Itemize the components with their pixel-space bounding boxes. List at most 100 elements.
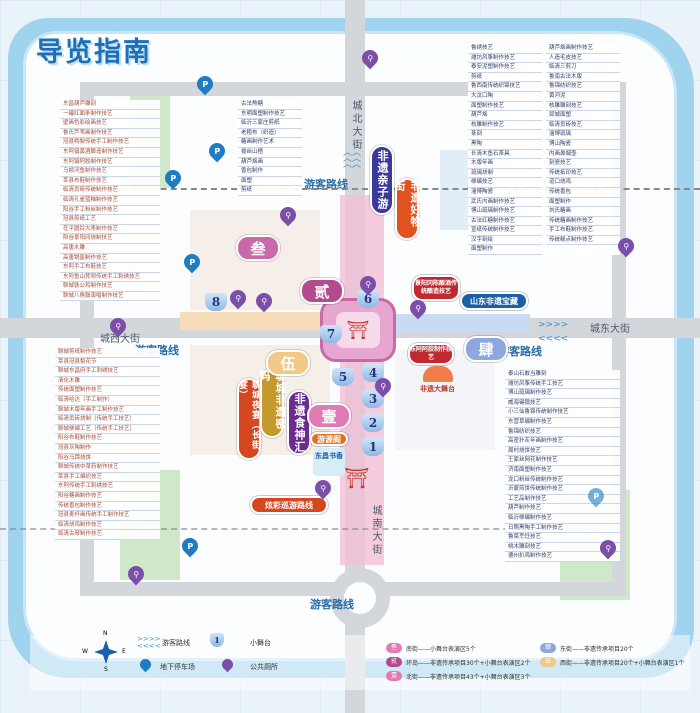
- list-item: 面塑制作: [468, 245, 542, 256]
- list-item: 泰山石敢当雕刻: [505, 370, 620, 380]
- west-street: [180, 312, 330, 330]
- list-item: 鲁西南传统织锦技艺: [468, 82, 542, 92]
- list-item: 传统香包: [546, 188, 620, 198]
- craft-list-bottom-left: 聊城剪纸制作技艺莘县冠县梨花节聊城东昌府手工刺绣技艺清化木雕传统面塑制作技艺临清…: [55, 348, 160, 540]
- list-item: 阳谷手工粉丝制作技艺: [60, 206, 160, 216]
- list-item: 葫芦烙: [468, 111, 542, 121]
- sign-shuxiang[interactable]: 东昌书香: [313, 448, 345, 476]
- list-item: 黄河泥: [546, 92, 620, 102]
- list-item: 汉字刻绘: [468, 236, 542, 246]
- stage-5[interactable]: 5: [332, 368, 354, 386]
- list-item: 聊城剪纸制作技艺: [55, 348, 160, 358]
- stage-7[interactable]: 7: [320, 325, 342, 343]
- zone-legend-badge: 伍: [540, 657, 556, 667]
- list-item: 古法熬糖: [238, 100, 302, 110]
- list-item: 德州扒鸡制作技艺: [505, 552, 620, 562]
- zone-badge-4[interactable]: 肆: [464, 336, 508, 362]
- compass-icon: N S E W: [82, 630, 126, 673]
- zone-legend-badge: 叁: [386, 643, 402, 653]
- compass-n: N: [103, 630, 108, 637]
- stage-6[interactable]: 6: [357, 290, 379, 308]
- compass-w: W: [82, 648, 88, 655]
- list-item: 木版年画: [468, 159, 542, 169]
- sign-mima[interactable]: 聊城非遗密码: [258, 368, 287, 438]
- craft-list-top-right: 鲁绣技艺葫芦烙画制作技艺潍坊风筝制作技艺人造毛皮技艺泰安泥塑制作技艺临清三剪刀剪…: [468, 44, 620, 256]
- zone-legend-text: 西街——非遗传承项目20个+小舞台表演区1个: [560, 660, 685, 667]
- list-item: 临清三剪刀: [546, 63, 620, 73]
- sign-youyuan[interactable]: 游源阁: [310, 432, 348, 446]
- list-item: 东阿传统手工刺绣技艺: [55, 482, 160, 492]
- craft-list-top-center: 古法熬糖东明面塑制作技艺临沂三家庄剪纸老粗布（织造）糖画制作艺术拔丝山楂葫芦烙画…: [238, 100, 302, 196]
- stage-8[interactable]: 8: [205, 293, 227, 311]
- list-item: 篆刻: [468, 130, 542, 140]
- list-item: 人造毛皮技艺: [546, 54, 620, 64]
- block-area: [440, 150, 470, 230]
- list-item: 高唐木雕: [60, 244, 160, 254]
- zone-badge-2[interactable]: 贰: [300, 278, 344, 304]
- sign-baozang[interactable]: 山东非遗宝藏: [460, 292, 528, 310]
- zone-badge-3[interactable]: 叁: [236, 235, 280, 261]
- list-item: 老粗布（织造）: [238, 129, 302, 139]
- craft-list-top-left: 东昌葫芦雕刻一罐红面条制作技艺壁画色彩绘画技艺鲁氏芦苇画制作技艺冠县鸭梨传统手工…: [60, 100, 160, 302]
- list-item: 面塑制作技艺: [468, 102, 542, 112]
- list-item: 面塑: [238, 177, 302, 187]
- route-arrows-icon: >>>>: [538, 320, 569, 330]
- list-item: 临清哈达（手工制作）: [55, 396, 160, 406]
- zone-legend-badge: 肆: [540, 643, 556, 653]
- list-item: 东阿鱼山梵呗传统手工刺绣技艺: [60, 273, 160, 283]
- legend-parking: 地下停车场: [160, 663, 195, 671]
- road-label-west: 城西大街: [100, 334, 140, 345]
- zone-legend-text: 南街——小舞台表演区5个: [406, 646, 476, 653]
- list-item: 临清贡砖传统制作技艺: [60, 186, 160, 196]
- list-item: 阳谷马蹄烧饼: [55, 454, 160, 464]
- list-item: 刻瓷技艺: [546, 159, 620, 169]
- list-item: 潍坊风筝制作技艺: [468, 54, 542, 64]
- list-item: 聊城八角鼓演唱制作技艺: [60, 292, 160, 302]
- route-label: 游客路线: [304, 178, 348, 191]
- list-item: 传统糕点制作技艺: [546, 236, 620, 246]
- list-item: 聊城铁公鸡制作技艺: [60, 282, 160, 292]
- legend-route: 游客路线: [162, 639, 190, 647]
- list-item: 壁画色彩绘画技艺: [60, 119, 160, 129]
- sign-ejiao[interactable]: 东阿阿胶制作技艺: [408, 343, 454, 365]
- list-item: 郯城面塑: [546, 111, 620, 121]
- east-street: [390, 314, 530, 332]
- zone-legend-badge: 壹: [386, 671, 402, 681]
- sign-haowu[interactable]: 非遗好物街: [393, 178, 422, 240]
- sign-qinzi[interactable]: 非遗亲子游: [370, 145, 394, 215]
- stage-1[interactable]: 1: [362, 438, 384, 456]
- list-item: 柳编技艺: [468, 178, 542, 188]
- list-item: 手工布鞋制作技艺: [546, 226, 620, 236]
- list-item: 莘县冠县梨花节: [55, 358, 160, 368]
- list-item: 东阿手工布鞋技艺: [60, 263, 160, 273]
- sign-xunyou[interactable]: 炫彩巡游路线: [250, 496, 328, 514]
- page-title: 导览指南: [36, 37, 152, 68]
- list-item: 泰安泥塑制作技艺: [468, 63, 542, 73]
- zone-legend-badge: 贰: [386, 657, 402, 667]
- list-item: 刘氏糖画: [546, 207, 620, 217]
- stage-2[interactable]: 2: [362, 414, 384, 432]
- list-item: 临沂柳编制作技艺: [505, 514, 620, 524]
- zone-badge-1[interactable]: 壹: [307, 403, 351, 429]
- list-item: 清化木雕: [55, 377, 160, 387]
- list-item: 聊城东昌府手工刺绣技艺: [55, 367, 160, 377]
- list-item: 日照黑陶手工制作技艺: [505, 524, 620, 534]
- list-item: 传统面塑制作技艺: [55, 386, 160, 396]
- road-label-north: 城北大街: [350, 100, 361, 152]
- list-item: 传统香包制作技艺: [55, 502, 160, 512]
- sign-wutai[interactable]: 非遗大舞台: [420, 385, 455, 393]
- list-item: 淄博陶瓷: [468, 188, 542, 198]
- list-item: 武氏内画制作技艺: [468, 198, 542, 208]
- stage-3[interactable]: 3: [362, 390, 384, 408]
- zone-badge-5[interactable]: 伍: [266, 350, 310, 376]
- sign-jiu[interactable]: 景阳冈陈酿酒传统酿造技艺: [412, 275, 460, 301]
- list-item: 聊城传统中草药制作技艺: [55, 463, 160, 473]
- list-item: 冠县麦秆画传统手工制作技艺: [55, 511, 160, 521]
- route-arrows-icon: ︿︿︿︿︿︿: [343, 148, 362, 170]
- list-item: 临沂三家庄剪纸: [238, 119, 302, 129]
- stage-4[interactable]: 4: [362, 364, 384, 382]
- list-item: 冠县剪纸工艺: [60, 215, 160, 225]
- road-label-east: 城东大街: [590, 324, 630, 335]
- zone-legend-text: 东街——非遗传承项目20个: [560, 646, 634, 653]
- list-item: 核雕雕刻技艺: [546, 102, 620, 112]
